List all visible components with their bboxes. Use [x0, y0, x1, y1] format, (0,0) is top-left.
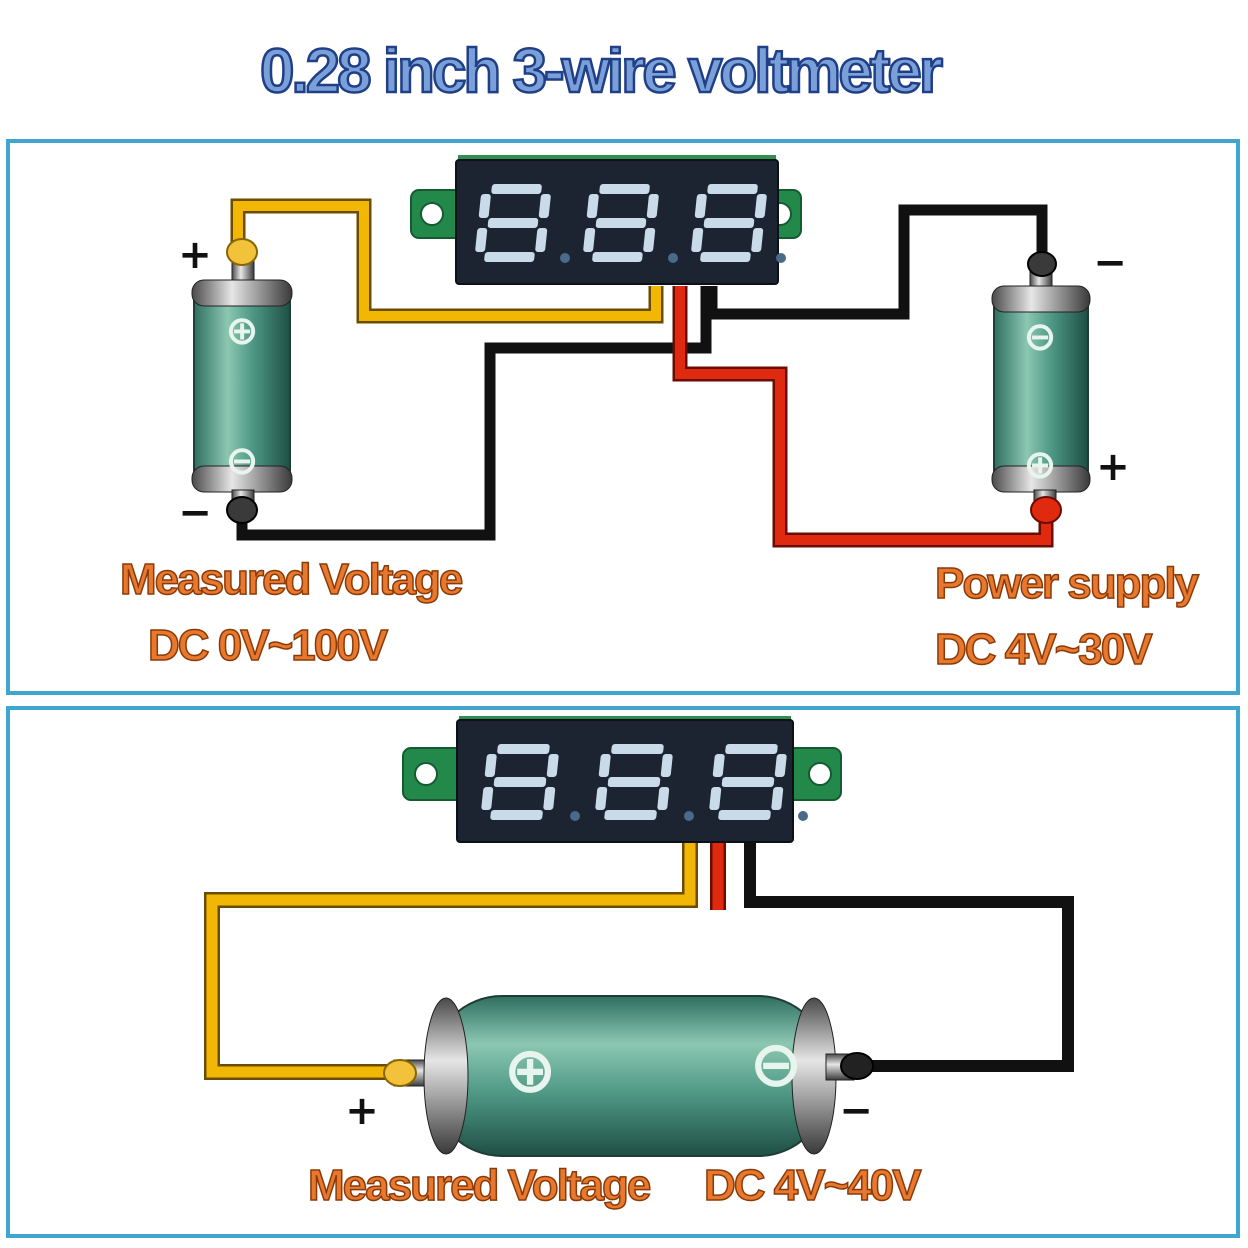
segment-digits-bottom-1-6 [607, 777, 661, 787]
decimal-point-digits-top-0 [560, 253, 570, 263]
bottom-plus-sign: + [345, 1088, 379, 1134]
plus-symbol: ⊕ [225, 308, 259, 354]
top-measured-label-line2: DC 0V~100V [148, 621, 389, 670]
segment-digits-top-1-5 [586, 194, 599, 218]
bottom-minus-terminal [840, 1052, 874, 1080]
minus-symbol: ⊖ [1023, 314, 1057, 360]
segment-digits-bottom-2-3 [718, 810, 771, 820]
segment-digits-bottom-2-0 [725, 744, 778, 754]
bottom-wires [204, 842, 1074, 1080]
bottom-plus-terminal [383, 1059, 417, 1087]
segment-digits-top-2-2 [751, 228, 764, 252]
bottom-range-label: DC 4V~40V [704, 1161, 922, 1210]
segment-digits-bottom-1-2 [657, 787, 670, 810]
bottom-measured-battery: ⊕ ⊖ + − [345, 995, 874, 1157]
segment-digits-bottom-2-6 [721, 777, 775, 787]
top-measured-label-line1: Measured Voltage [120, 555, 462, 604]
segment-digits-bottom-1-1 [660, 754, 673, 777]
top-black-wire-supply [706, 204, 1048, 320]
segment-digits-top-2-3 [700, 252, 751, 262]
segment-digits-top-2-4 [691, 228, 704, 252]
segment-digits-top-0-4 [475, 228, 488, 252]
segment-digits-top-2-0 [707, 184, 758, 194]
segment-digits-top-0-5 [478, 194, 491, 218]
segment-digits-top-1-6 [595, 218, 647, 228]
segment-digits-bottom-0-4 [481, 787, 494, 810]
top-supply-minus-terminal [1027, 251, 1057, 277]
top-supply-plus-terminal [1030, 496, 1062, 524]
bottom-minus-sign: − [839, 1088, 873, 1134]
segment-digits-bottom-1-4 [595, 787, 608, 810]
segment-digits-bottom-0-0 [497, 744, 550, 754]
top-supply-label-line1: Power supply [935, 559, 1200, 608]
top-voltmeter-display [410, 155, 802, 285]
segment-digits-top-1-3 [592, 252, 643, 262]
segment-digits-top-2-1 [754, 194, 767, 218]
segment-digits-bottom-0-6 [493, 777, 547, 787]
decimal-point-digits-bottom-0 [570, 811, 580, 821]
top-black-wire-measured [236, 286, 712, 541]
segment-digits-bottom-0-1 [546, 754, 559, 777]
decimal-point-digits-top-2 [776, 253, 786, 263]
segment-digits-top-1-4 [583, 228, 596, 252]
decimal-point-digits-bottom-1 [684, 811, 694, 821]
bottom-display-digits [481, 744, 808, 821]
segment-digits-top-0-2 [535, 228, 548, 252]
plus-symbol: ⊕ [503, 1034, 557, 1108]
segment-digits-top-2-6 [703, 218, 755, 228]
top-supply-plus-sign: + [1096, 444, 1130, 490]
top-supply-battery: ⊖ ⊕ − + [991, 240, 1130, 524]
decimal-point-digits-bottom-2 [798, 811, 808, 821]
segment-digits-bottom-2-2 [771, 787, 784, 810]
segment-digits-top-2-5 [694, 194, 707, 218]
page-title: 0.28 inch 3-wire voltmeter [260, 37, 943, 106]
segment-digits-top-0-6 [487, 218, 539, 228]
top-wires [230, 198, 1054, 548]
top-measured-minus-sign: − [178, 490, 212, 536]
segment-digits-bottom-1-5 [598, 754, 611, 777]
segment-digits-bottom-1-3 [604, 810, 657, 820]
top-red-wire [672, 286, 1054, 548]
top-measured-battery: ⊕ ⊖ + − [178, 232, 293, 536]
top-supply-label-line2: DC 4V~30V [935, 625, 1153, 674]
top-mount-hole-left [420, 202, 444, 226]
plus-symbol: ⊕ [1023, 442, 1057, 488]
segment-digits-bottom-0-2 [543, 787, 556, 810]
segment-digits-bottom-2-5 [712, 754, 725, 777]
top-measured-minus-terminal [226, 496, 258, 524]
segment-digits-bottom-2-4 [709, 787, 722, 810]
segment-digits-top-1-1 [646, 194, 659, 218]
top-supply-minus-sign: − [1093, 240, 1127, 286]
segment-digits-bottom-2-1 [774, 754, 787, 777]
segment-digits-bottom-0-3 [490, 810, 543, 820]
minus-symbol: ⊖ [749, 1028, 803, 1102]
bottom-mount-hole-right [808, 762, 832, 786]
top-display-digits [475, 184, 786, 263]
segment-digits-top-0-1 [538, 194, 551, 218]
minus-symbol: ⊖ [225, 438, 259, 484]
top-panel-frame [6, 139, 1240, 695]
segment-digits-top-0-3 [484, 252, 535, 262]
segment-digits-bottom-0-5 [484, 754, 497, 777]
decimal-point-digits-top-1 [668, 253, 678, 263]
bottom-voltmeter-display [402, 716, 842, 843]
bottom-black-wire [744, 842, 1074, 1072]
top-measured-plus-sign: + [178, 232, 212, 278]
bottom-mount-hole-left [414, 762, 438, 786]
bottom-measured-label: Measured Voltage [308, 1161, 650, 1210]
segment-digits-top-1-2 [643, 228, 656, 252]
bottom-panel-frame [6, 706, 1240, 1238]
segment-digits-top-0-0 [491, 184, 542, 194]
segment-digits-top-1-0 [599, 184, 650, 194]
segment-digits-bottom-1-0 [611, 744, 664, 754]
top-measured-plus-terminal [226, 238, 258, 266]
